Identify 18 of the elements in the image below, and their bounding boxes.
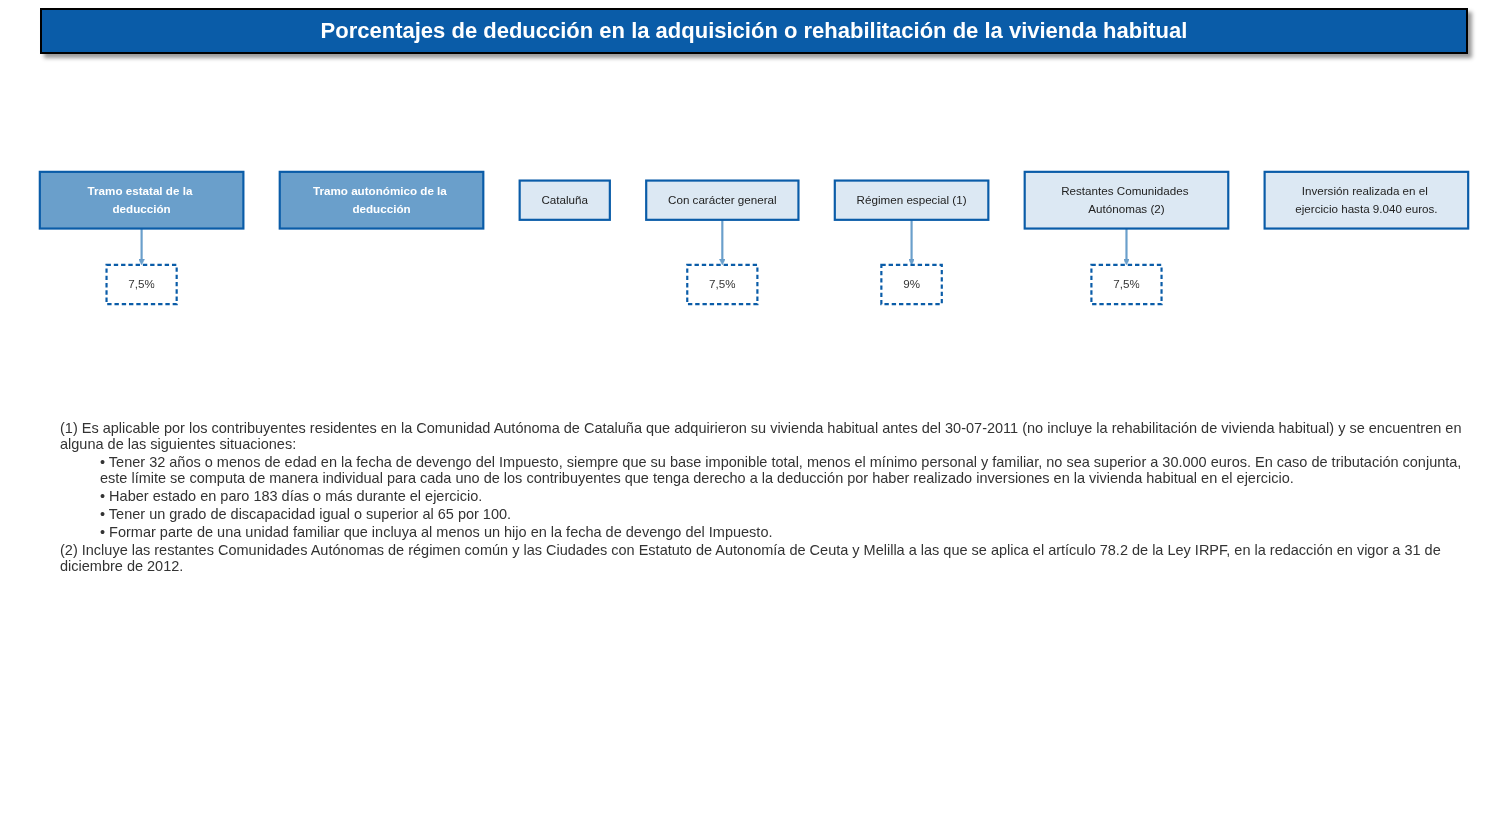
node-box: Régimen especial (1) <box>833 179 990 221</box>
bullet-item: • Tener 32 años o menos de edad en la fecha de devengo del Impuesto, siempre que su base imponible total, menos el mínimo personal y familiar, no sea superior a 30.000 euros. En caso de tributación conjunta, este límite se computa de manera individual para cada uno de los contribuyentes que tenga derecho a la deducción por haber realizado inversiones en la vivienda habitual en el ejercicio. <box>100 454 1463 486</box>
node-box: Tramo autonómico de la deducción <box>278 170 485 230</box>
footnote: (1) Es aplicable por los contribuyentes residentes en la Comunidad Autónoma de Cataluña que adquirieron su vivienda habitual antes del 30-07-2011 (no incluye la rehabilitación de vivienda habitual) y se encuentren en alguna de las siguientes situaciones: <box>60 420 1463 452</box>
node-box: Tramo estatal de la deducción <box>38 170 245 230</box>
node-box: 7,5% <box>1090 263 1163 306</box>
node-box: Con carácter general <box>645 179 800 221</box>
node-box: Inversión realizada en el ejercicio hasta 9.040 euros. <box>1263 170 1470 230</box>
bullet-item: • Formar parte de una unidad familiar que incluya al menos un hijo en la fecha de devengo del Impuesto. <box>100 524 774 540</box>
node-box: 7,5% <box>105 263 178 306</box>
node-box: 7,5% <box>686 263 759 306</box>
bullet-item: • Haber estado en paro 183 días o más durante el ejercicio. <box>100 488 484 504</box>
title-banner: Porcentajes de deducción en la adquisición o rehabilitación de la vivienda habitual <box>40 8 1468 54</box>
bullet-item: • Tener un grado de discapacidad igual o superior al 65 por 100. <box>100 506 513 522</box>
node-box: Restantes Comunidades Autónomas (2) <box>1023 170 1230 230</box>
node-box: Cataluña <box>518 179 611 221</box>
node-box: 9% <box>880 263 943 306</box>
footnote: (2) Incluye las restantes Comunidades Autónomas de régimen común y las Ciudades con Estatuto de Autonomía de Ceuta y Melilla a las que se aplica el artículo 78.2 de la Ley IRPF, en la redacción en vigor a 31 de diciembre de 2012. <box>60 542 1442 574</box>
